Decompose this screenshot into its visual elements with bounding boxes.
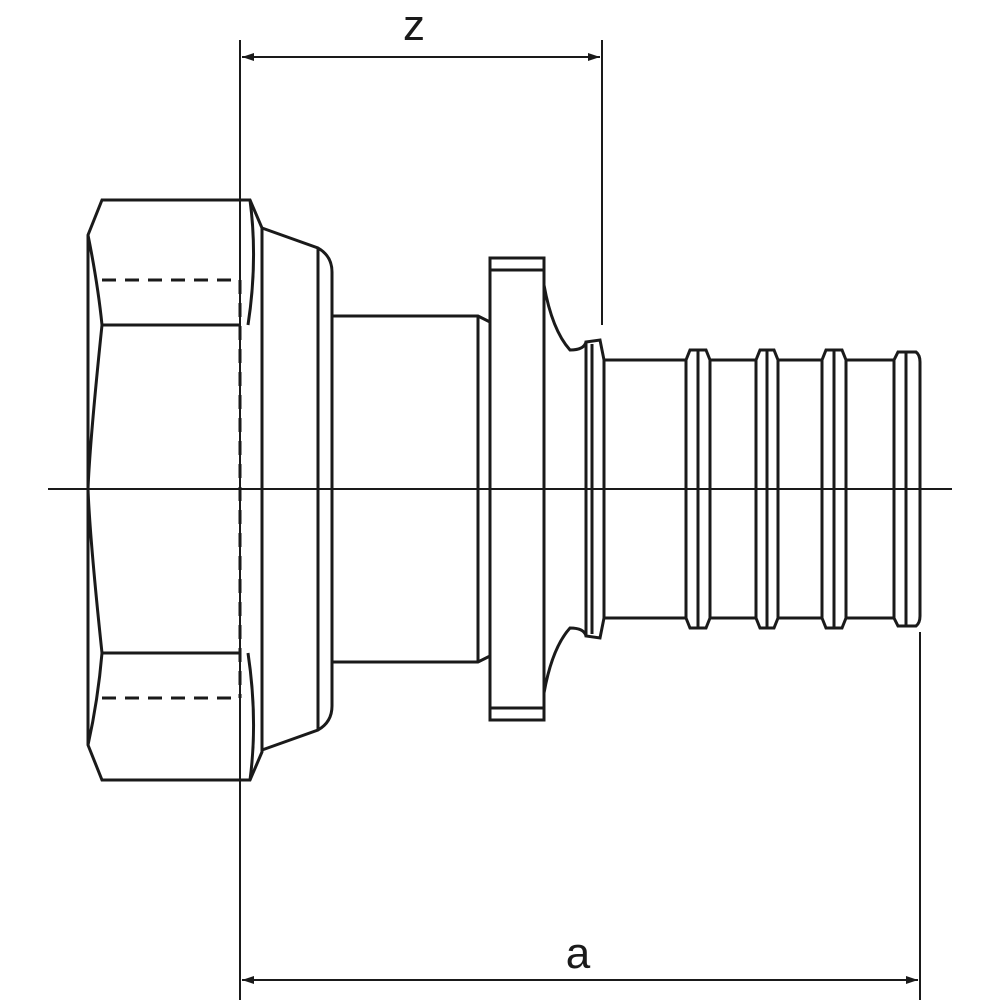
barbed-spigot	[584, 338, 922, 640]
groove	[542, 284, 588, 694]
collar	[261, 226, 334, 752]
flange	[488, 256, 546, 722]
hex-nut	[86, 198, 264, 782]
dimension-label-a: a	[566, 929, 591, 978]
body	[332, 314, 491, 664]
dimension-label-z: z	[403, 1, 425, 50]
